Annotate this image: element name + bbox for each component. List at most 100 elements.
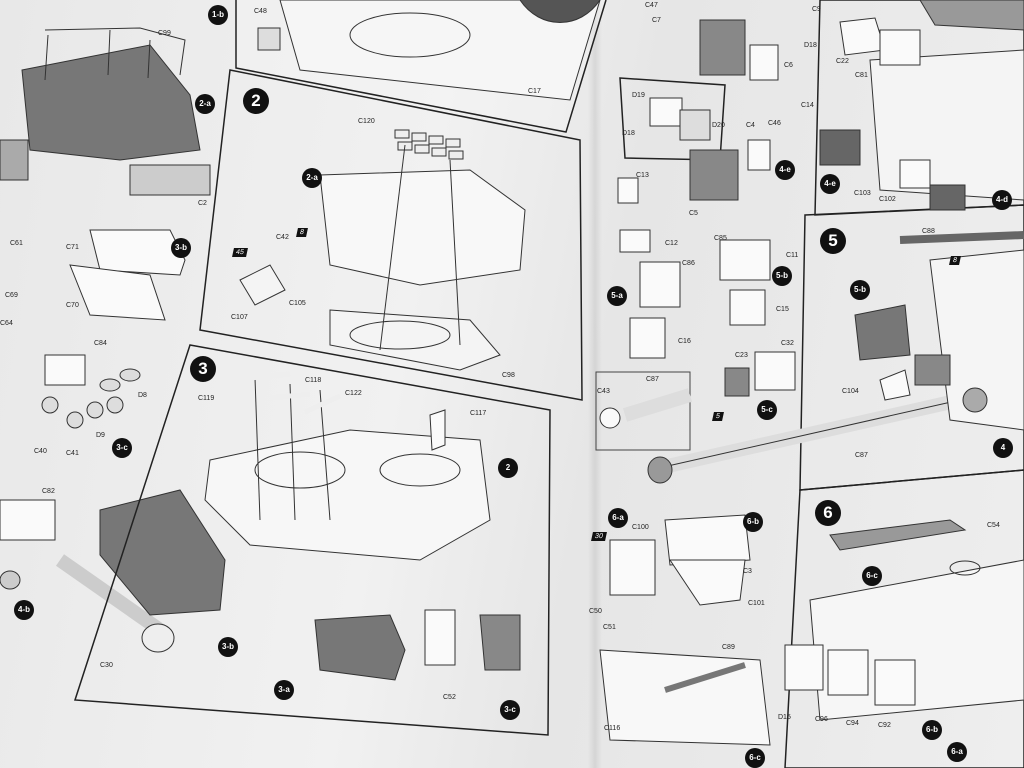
part-label: C48 <box>254 8 267 15</box>
part-label: C103 <box>854 190 871 197</box>
part-label: C87 <box>855 452 868 459</box>
subassembly-4d-badge: 4-d <box>992 190 1012 210</box>
part-label: C89 <box>722 644 735 651</box>
subassembly-6b-badge: 6-b <box>743 512 763 532</box>
page-fold <box>588 0 602 768</box>
subassembly-4e-badge: 4-e <box>775 160 795 180</box>
part-label: C54 <box>987 522 1000 529</box>
part-label: C5 <box>689 210 698 217</box>
step-2-badge: 2 <box>243 88 269 114</box>
callout-30: 30 <box>591 532 607 541</box>
subassembly-2a-badge: 2-a <box>195 94 215 114</box>
part-label: D8 <box>138 392 147 399</box>
part-label: C61 <box>10 240 23 247</box>
part-label: C100 <box>632 524 649 531</box>
part-label: D9 <box>96 432 105 439</box>
subassembly-6c-badge: 6-c <box>745 748 765 768</box>
part-label: C94 <box>846 720 859 727</box>
part-label: D20 <box>712 122 725 129</box>
part-label: C82 <box>42 488 55 495</box>
subassembly-3a-badge: 3-a <box>274 680 294 700</box>
subassembly-4b-badge: 4-b <box>14 600 34 620</box>
callout-45: 45 <box>232 248 248 257</box>
part-label: C102 <box>879 196 896 203</box>
part-label: C86 <box>682 260 695 267</box>
callout-8-a: 8 <box>296 228 308 237</box>
panel-step-2-frame <box>199 69 583 401</box>
step-5-badge: 5 <box>820 228 846 254</box>
step-6-badge: 6 <box>815 500 841 526</box>
subassembly-5b-ref-badge: 5-b <box>850 280 870 300</box>
part-label: D18 <box>804 42 817 49</box>
part-label: C22 <box>836 58 849 65</box>
step-3-badge: 3 <box>190 356 216 382</box>
part-label: C16 <box>678 338 691 345</box>
part-label: C11 <box>786 252 799 259</box>
part-label: C116 <box>604 725 621 732</box>
part-label: C47 <box>645 2 658 9</box>
part-label: C104 <box>842 388 859 395</box>
turret-base-1 <box>21 44 201 161</box>
part-label: C46 <box>768 120 781 127</box>
part-label: C98 <box>502 372 515 379</box>
part-label: C40 <box>34 448 47 455</box>
subassembly-6a-badge: 6-a <box>608 508 628 528</box>
subassembly-6b-ref-badge: 6-b <box>922 720 942 740</box>
subassembly-5b-badge: 5-b <box>772 266 792 286</box>
part-label: C3 <box>743 568 752 575</box>
part-label: C17 <box>528 88 541 95</box>
subassembly-2a-ref-badge: 2-a <box>302 168 322 188</box>
part-label: C30 <box>100 662 113 669</box>
part-label: C69 <box>5 292 18 299</box>
subassembly-6a-ref-badge: 6-a <box>947 742 967 762</box>
part-label: C2 <box>198 200 207 207</box>
subassembly-3b-ref-badge: 3-b <box>218 637 238 657</box>
part-label: C96 <box>815 716 828 723</box>
subassembly-3b-badge: 3-b <box>171 238 191 258</box>
part-label: C52 <box>443 694 456 701</box>
part-label: C92 <box>878 722 891 729</box>
part-label: C70 <box>66 302 79 309</box>
part-label: C99 <box>158 30 171 37</box>
part-label: C85 <box>714 235 727 242</box>
part-label: C81 <box>855 72 868 79</box>
part-label: C50 <box>589 608 602 615</box>
subassembly-6c-ref-badge: 6-c <box>862 566 882 586</box>
subassembly-1b-badge: 1-b <box>208 5 228 25</box>
subassembly-3c-ref-badge: 3-c <box>500 700 520 720</box>
part-label: C41 <box>66 450 79 457</box>
part-label: C64 <box>0 320 13 327</box>
part-label: C122 <box>345 390 362 397</box>
part-label: C14 <box>801 102 814 109</box>
part-label: C87 <box>646 376 659 383</box>
part-label: C7 <box>652 17 661 24</box>
part-label: C118 <box>305 377 322 384</box>
part-label: C6 <box>784 62 793 69</box>
part-label: C12 <box>665 240 678 247</box>
part-label: C9 <box>812 6 821 13</box>
part-label: C84 <box>94 340 107 347</box>
part-label: D18 <box>622 130 635 137</box>
panel-step-3-frame <box>73 344 551 736</box>
subassembly-3c-badge: 3-c <box>112 438 132 458</box>
part-label: C32 <box>781 340 794 347</box>
subassembly-4e-ref-badge: 4-e <box>820 174 840 194</box>
subassembly-5c-badge: 5-c <box>757 400 777 420</box>
part-label: C105 <box>289 300 306 307</box>
part-label: C42 <box>276 234 289 241</box>
part-label: C120 <box>358 118 375 125</box>
callout-5: 5 <box>712 412 724 421</box>
part-label: C71 <box>66 244 79 251</box>
part-label: C15 <box>776 306 789 313</box>
part-label: C4 <box>746 122 755 129</box>
part-label: D19 <box>632 92 645 99</box>
part-label: C51 <box>603 624 616 631</box>
part-label: C119 <box>198 395 215 402</box>
part-label: C107 <box>231 314 248 321</box>
part-label: C13 <box>636 172 649 179</box>
callout-8-b: 8 <box>949 256 961 265</box>
part-label: C117 <box>470 410 487 417</box>
subassembly-4-ref-badge: 4 <box>993 438 1013 458</box>
